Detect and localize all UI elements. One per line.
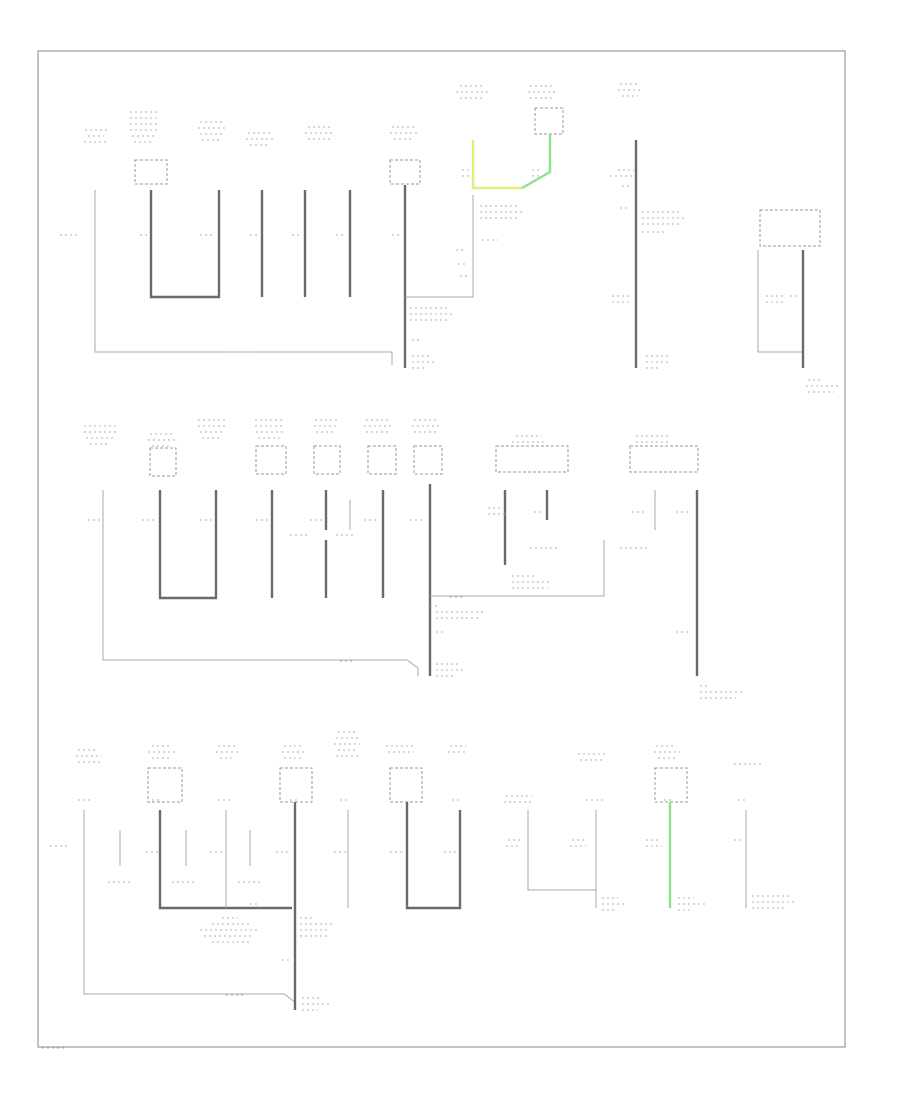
component-connector-box: [654, 767, 688, 803]
component-connector-box: [149, 447, 177, 477]
section-3-wire-codes: [50, 795, 796, 1011]
section-3: [50, 731, 796, 1011]
section-1-wire-codes: [60, 169, 840, 393]
section-1-component-labels: [84, 83, 642, 146]
component-connector-box: [413, 445, 443, 475]
component-connector-box: [629, 445, 699, 473]
component-connector-box: [389, 159, 421, 185]
component-connector-box: [495, 445, 569, 473]
component-connector-box: [389, 767, 423, 803]
component-connector-box: [367, 445, 397, 475]
section-2-component-labels: [84, 419, 670, 447]
component-connector-box: [313, 445, 341, 475]
component-connector-box: [255, 445, 287, 475]
wire-green: [521, 134, 552, 190]
component-connector-box: [279, 767, 313, 803]
section-3-component-labels: [76, 731, 764, 765]
component-connector-box: [147, 767, 183, 803]
section-2: [84, 419, 744, 699]
wire-yellow: [471, 140, 522, 190]
component-connector-box: [759, 209, 821, 247]
section-2-wire-codes: [88, 507, 744, 699]
diagram-frame: [37, 50, 846, 1048]
component-connector-box: [534, 107, 564, 135]
section-1: [60, 83, 840, 393]
component-connector-box: [134, 159, 168, 185]
